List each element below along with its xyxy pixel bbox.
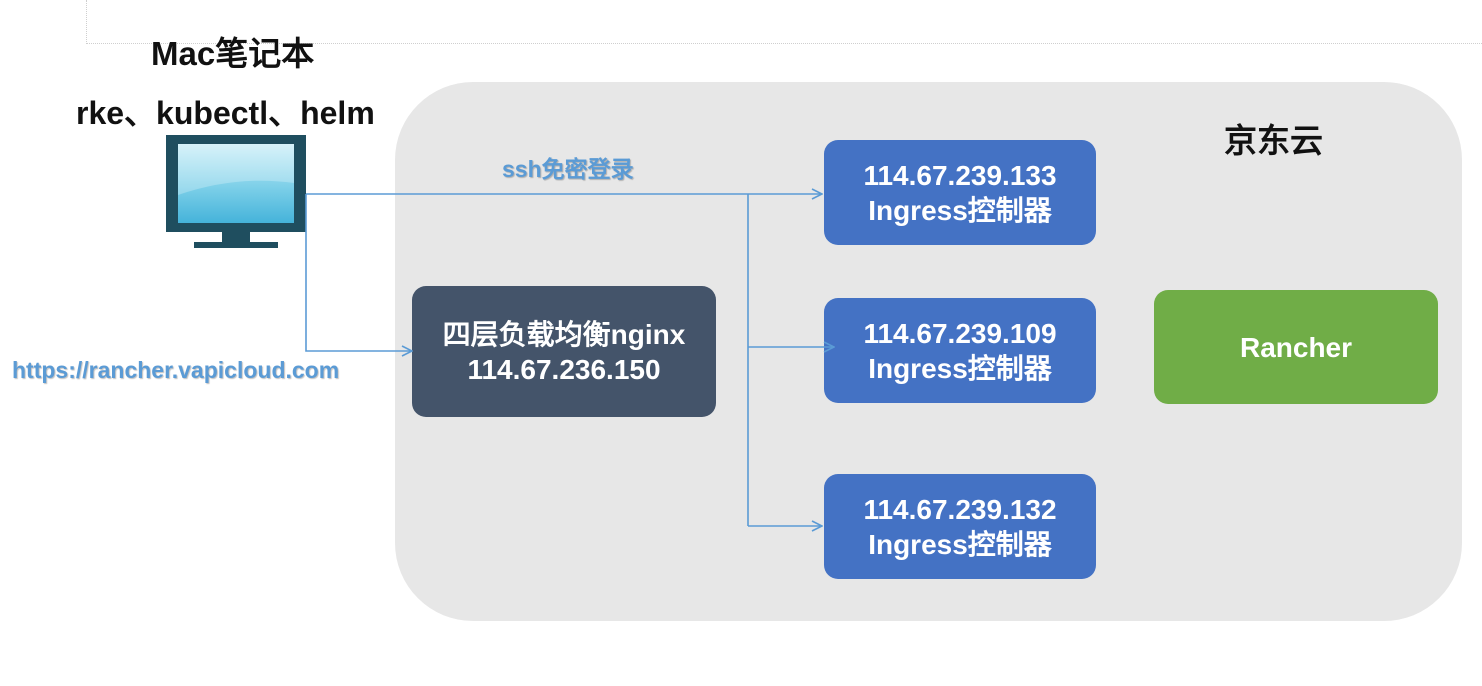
- ssh-connection-label: ssh免密登录: [502, 156, 634, 182]
- ingress-node-role: Ingress控制器: [868, 528, 1052, 560]
- load-balancer-box: 四层负载均衡nginx 114.67.236.150: [412, 286, 716, 417]
- laptop-title: Mac笔记本: [151, 35, 315, 72]
- ingress-node-ip: 114.67.239.132: [863, 493, 1057, 525]
- ingress-node-role: Ingress控制器: [868, 352, 1052, 384]
- load-balancer-ip: 114.67.236.150: [467, 353, 661, 385]
- ingress-node-box: 114.67.239.109 Ingress控制器: [824, 298, 1096, 403]
- page-border-decoration: [86, 0, 1482, 44]
- ingress-node-role: Ingress控制器: [868, 194, 1052, 226]
- monitor-icon: [166, 135, 306, 248]
- rancher-box: Rancher: [1154, 290, 1438, 404]
- ingress-node-ip: 114.67.239.109: [863, 317, 1057, 349]
- https-line: [305, 194, 412, 351]
- ingress-node-ip: 114.67.239.133: [863, 159, 1057, 191]
- laptop-tools: rke、kubectl、helm: [76, 95, 375, 131]
- rancher-url-label: https://rancher.vapicloud.com: [12, 357, 340, 383]
- cloud-provider-title: 京东云: [1224, 122, 1323, 159]
- ingress-node-box: 114.67.239.132 Ingress控制器: [824, 474, 1096, 579]
- ingress-node-box: 114.67.239.133 Ingress控制器: [824, 140, 1096, 245]
- rancher-label: Rancher: [1239, 331, 1353, 363]
- load-balancer-name: 四层负载均衡nginx: [442, 318, 686, 350]
